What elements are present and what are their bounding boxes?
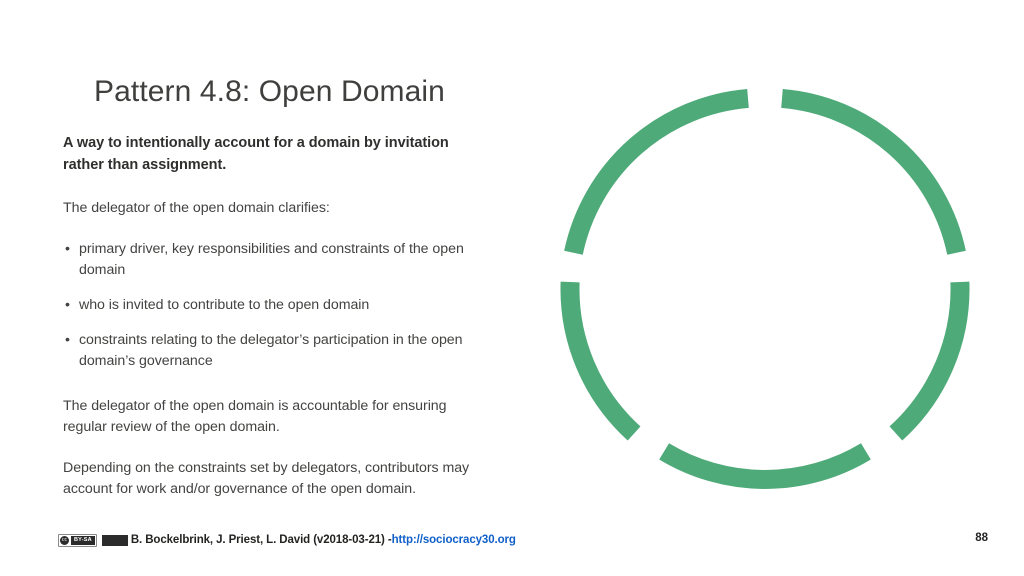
clarification-bullet-list: • primary driver, key responsibilities a… — [63, 239, 493, 372]
closing-paragraph-2: Depending on the constraints set by dele… — [63, 460, 470, 497]
bullet-dot-icon: • — [65, 241, 70, 257]
cc-symbol-icon: cc — [60, 535, 69, 545]
closing-paragraph-1: The delegator of the open domain is acco… — [63, 398, 447, 435]
arc-group — [560, 88, 970, 489]
list-item: • who is invited to contribute to the op… — [63, 295, 493, 316]
list-item: • primary driver, key responsibilities a… — [63, 239, 493, 281]
circle-arcs-svg — [560, 88, 970, 489]
page-number: 88 — [975, 532, 988, 544]
intro-paragraph: The delegator of the open domain clarifi… — [63, 200, 330, 216]
open-domain-circle-diagram — [545, 70, 985, 510]
arc-segment-bottom — [659, 443, 871, 489]
list-item-label: constraints relating to the delegator’s … — [79, 332, 463, 369]
page-title: Pattern 4.8: Open Domain — [94, 75, 445, 109]
list-item-label: primary driver, key responsibilities and… — [79, 241, 464, 278]
creative-commons-badge-icon: cc BY-SA — [58, 533, 97, 547]
arc-segment-right — [889, 281, 970, 441]
cc-license-label: BY-SA — [71, 535, 95, 545]
content-column: A way to intentionally account for a dom… — [63, 133, 493, 520]
footer-website-link[interactable]: http://sociocracy30.org — [391, 534, 516, 546]
footer-attribution-text: B. Bockelbrink, J. Priest, L. David (v20… — [130, 534, 392, 546]
list-item-label: who is invited to contribute to the open… — [79, 297, 370, 313]
closing-paragraph-group: The delegator of the open domain is acco… — [63, 396, 493, 500]
arc-segment-top-right — [781, 88, 966, 255]
cc-badge-bar-icon — [101, 534, 128, 546]
bullet-dot-icon: • — [65, 297, 70, 313]
bullet-dot-icon: • — [65, 332, 70, 348]
arc-segment-top-left — [564, 88, 749, 255]
arc-segment-left — [560, 281, 641, 441]
list-item: • constraints relating to the delegator’… — [63, 330, 493, 372]
slide-footer: cc BY-SA B. Bockelbrink, J. Priest, L. D… — [0, 528, 1024, 558]
footer-attribution-group: cc BY-SA B. Bockelbrink, J. Priest, L. D… — [58, 528, 516, 552]
lead-paragraph: A way to intentionally account for a dom… — [63, 135, 449, 173]
